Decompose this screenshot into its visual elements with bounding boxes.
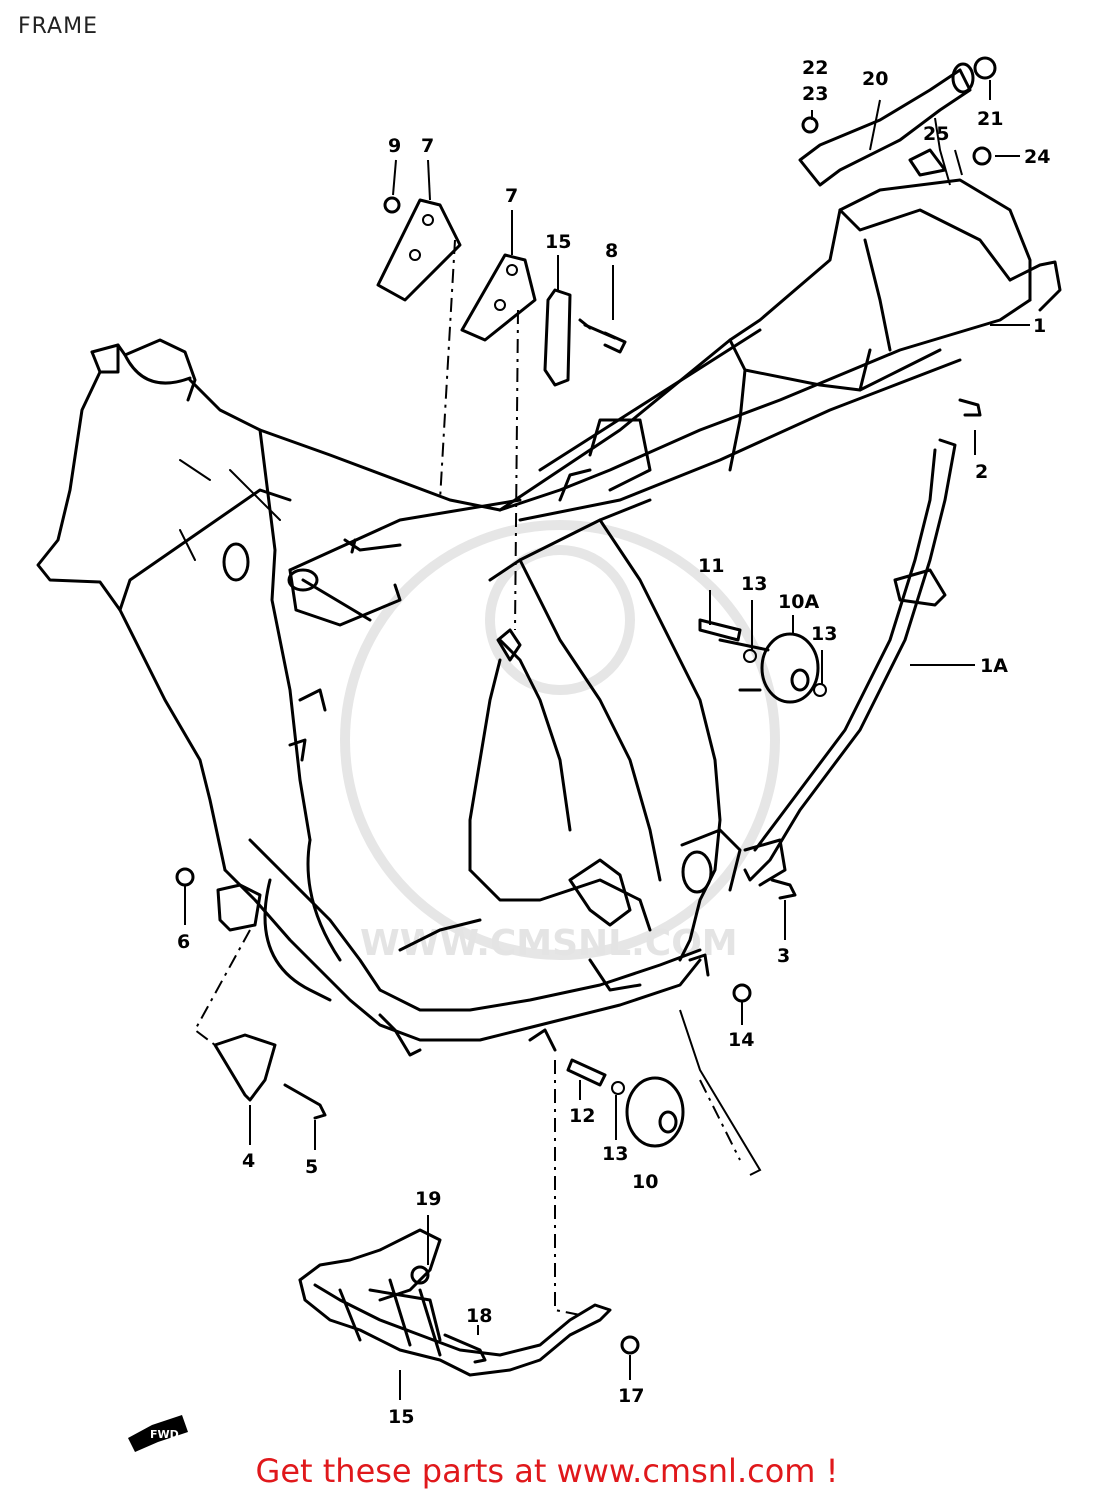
callout-12: 12 [569, 1105, 595, 1127]
sub-frame-rail-1a [743, 438, 957, 887]
nut-9 [383, 196, 401, 214]
callout-6: 6 [177, 931, 190, 953]
callout-25: 25 [923, 123, 949, 145]
callout-5: 5 [305, 1156, 318, 1178]
callout-17: 17 [618, 1385, 644, 1407]
callout-labels: 1 1A 2 3 4 5 6 7 7 8 9 10 10A 11 12 13 1… [177, 57, 1050, 1428]
callout-10: 10 [632, 1171, 658, 1193]
callout-3: 3 [777, 945, 790, 967]
callout-15-lower: 15 [388, 1406, 414, 1428]
strap-15 [543, 288, 572, 387]
washer-23 [801, 116, 819, 134]
callout-1a: 1A [980, 655, 1008, 677]
callout-1: 1 [1033, 315, 1046, 337]
callout-9: 9 [388, 135, 401, 157]
watermark: WWW.CMSNL.COM [340, 520, 780, 964]
callout-4: 4 [242, 1150, 255, 1172]
main-frame [36, 178, 1062, 1057]
nut-17 [620, 1335, 640, 1355]
bracket-4 [213, 1033, 277, 1102]
callout-19: 19 [415, 1188, 441, 1210]
bracket-7-right [460, 253, 537, 342]
rubber-mount-10a [698, 618, 827, 704]
callout-18: 18 [466, 1305, 492, 1327]
callout-14: 14 [728, 1029, 754, 1051]
callout-11: 11 [698, 555, 724, 577]
callout-15-upper: 15 [545, 231, 571, 253]
callout-24: 24 [1024, 146, 1050, 168]
callout-7-left: 7 [421, 135, 434, 157]
callout-13-a: 13 [741, 573, 767, 595]
watermark-text: WWW.CMSNL.COM [360, 923, 738, 964]
skid-guard-16 [298, 1228, 612, 1377]
leader-lines [184, 80, 1030, 1400]
footer-link-text[interactable]: Get these parts at www.cmsnl.com ! [255, 1452, 839, 1490]
callout-8: 8 [605, 240, 618, 262]
callout-13-b: 13 [811, 623, 837, 645]
nut-14 [732, 983, 752, 1003]
callout-13-c: 13 [602, 1143, 628, 1165]
diagram-title: FRAME [18, 14, 98, 39]
nut-24 [972, 146, 992, 166]
callout-10a: 10A [778, 591, 819, 613]
callout-2: 2 [975, 461, 988, 483]
callout-23: 23 [802, 83, 828, 105]
callout-22: 22 [802, 57, 828, 79]
bracket-7-left [376, 198, 462, 302]
bolt-2 [958, 398, 982, 417]
nut-6 [175, 867, 195, 887]
callout-20: 20 [862, 68, 888, 90]
callout-7-right: 7 [505, 185, 518, 207]
fwd-label: FWD [150, 1428, 179, 1441]
forward-direction-arrow: FWD [128, 1415, 188, 1452]
bolt-8 [578, 318, 627, 354]
bracket-6-mount [216, 883, 262, 932]
bolt-18 [443, 1333, 487, 1364]
bolt-5 [283, 1083, 327, 1120]
nut-21 [973, 56, 997, 80]
bolt-3 [770, 878, 797, 900]
rubber-mount-10 [566, 1058, 685, 1148]
callout-21: 21 [977, 108, 1003, 130]
